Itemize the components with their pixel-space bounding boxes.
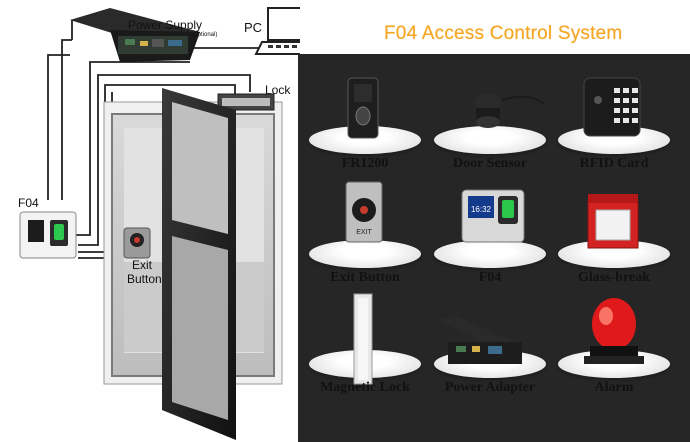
door-icon (162, 88, 236, 440)
pedestal (434, 126, 546, 154)
product-label-door-sensor: Door Sensor (452, 156, 528, 171)
fingerprint-reader-icon (347, 77, 379, 139)
pedestal (434, 240, 546, 268)
product-label-power-adapter: Power Adapter (444, 380, 536, 395)
pc-icon (254, 7, 300, 55)
exit-button-label: Exit Button (127, 258, 162, 286)
product-icons: EXIT 16:32 (345, 77, 644, 385)
lock-label: Lock (265, 83, 291, 97)
door-sensor-icon (474, 94, 545, 128)
magnetic-lock-icon (353, 293, 373, 385)
product-label-fr1200: FR1200 (341, 156, 389, 171)
pc-label: PC (244, 20, 263, 35)
power-supply-icon (70, 8, 200, 62)
rfid-keypad-icon (583, 77, 641, 137)
product-label-f04: F04 (478, 270, 502, 285)
exit-button-product-icon: EXIT (345, 181, 383, 243)
product-label-alarm: Alarm (594, 380, 634, 395)
product-label-exit-button: Exit Button (330, 270, 400, 285)
exit-product-text: EXIT (356, 229, 372, 236)
f04-time: 16:32 (471, 205, 492, 214)
f04-device-icon (19, 211, 77, 259)
pedestal (309, 240, 421, 268)
power-supply-label: Power Supply (128, 18, 203, 32)
exit-label-line2: Button (127, 272, 162, 286)
power-adapter-icon (438, 316, 522, 364)
alarm-icon (584, 298, 644, 364)
diagram-title: F04 Access Control System (384, 23, 623, 44)
f04-terminal-icon: 16:32 (461, 189, 525, 243)
lock-icon (217, 93, 275, 111)
exit-label-line1: Exit (131, 258, 152, 272)
glass-break-icon (587, 194, 639, 249)
product-label-rfid-card: RFID Card (579, 156, 649, 171)
exit-button-icon (123, 227, 151, 259)
wiring-diagram (19, 7, 300, 440)
product-label-glass-break: Glass-break (577, 270, 651, 285)
optional-label: (Optional) (191, 32, 218, 38)
f04-label: F04 (18, 196, 39, 210)
product-label-magnetic-lock: Magnetic Lock (320, 380, 410, 395)
